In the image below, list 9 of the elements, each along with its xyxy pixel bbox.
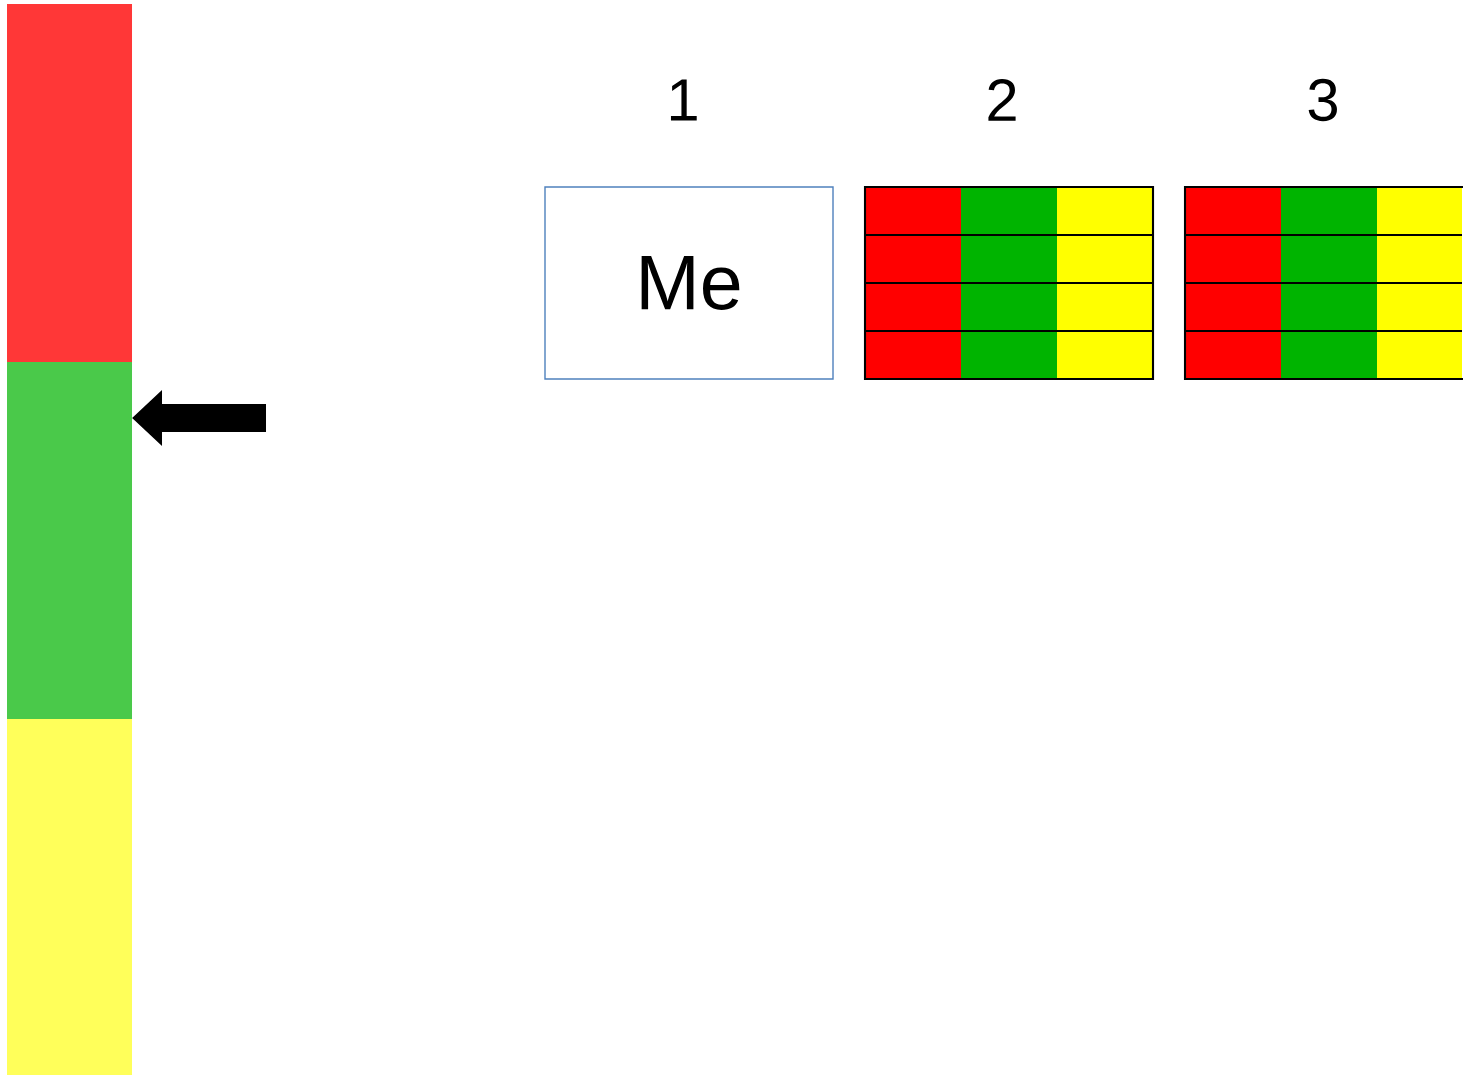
column-number: 2: [988, 79, 1016, 121]
bar-segment: [7, 362, 132, 719]
color-grid: [863, 185, 1155, 381]
column-number: 1: [670, 79, 697, 121]
column-number: 3: [1308, 78, 1337, 122]
text-box: Me: [544, 186, 834, 380]
bar-segment: [7, 4, 132, 362]
color-grid: [1183, 185, 1463, 381]
bar-segment: [7, 719, 132, 1075]
